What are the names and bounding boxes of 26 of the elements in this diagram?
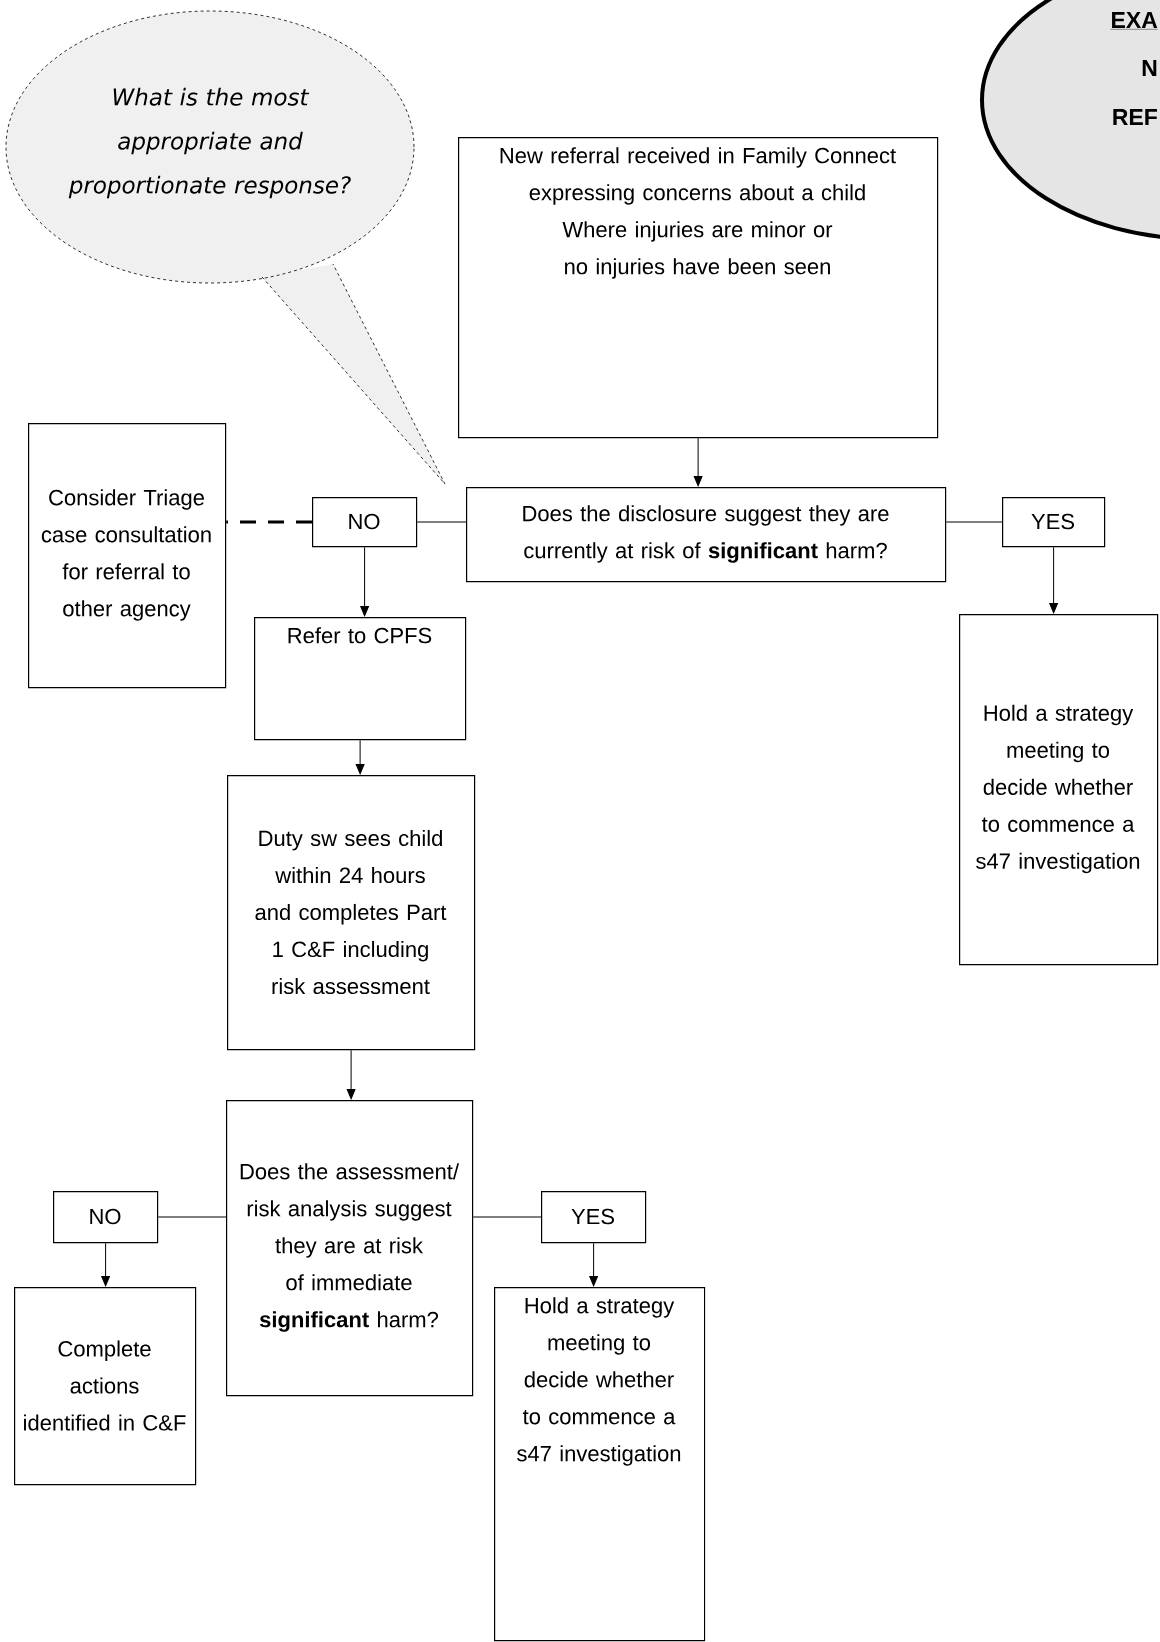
answer-box: YES [541,1191,647,1244]
process-box: Complete actions identified in C&F [14,1287,197,1486]
process-box: Hold a strategy meeting to decide whether to commence a s47 investigation [959,614,1159,966]
arrow [101,1242,110,1287]
connector-line [945,521,1003,523]
decision-box: Does the disclosure suggest they are currently at risk of significant harm? [466,487,947,583]
process-box: New referral received in Family Connect expressing concerns about a child Where injuries are minor or no injuries have been seen [458,137,939,439]
answer-box: YES [1002,497,1106,548]
arrow [693,437,703,487]
process-box: Duty sw sees child within 24 hours and completes Part 1 C&F including risk assessment [227,775,476,1051]
connector-line [226,520,312,524]
connector-line [416,521,467,523]
speech-bubble: What is the most appropriate and proportionate response? [5,10,446,485]
arrow [355,739,365,775]
arrow [360,546,369,617]
arrow [589,1242,598,1287]
connector-line [157,1216,227,1218]
arrow [1049,546,1058,614]
answer-box: NO [312,497,418,548]
process-box: Hold a strategy meeting to decide whether to commence a s47 investigation [494,1287,706,1642]
process-box: Consider Triage case consultation for referral to other agency [28,423,227,689]
answer-box: NO [53,1191,159,1244]
connector-line [472,1216,542,1218]
decision-box: Does the assessment/ risk analysis suggest they are at risk of immediate significant harm? [226,1100,474,1397]
arrow [346,1049,356,1100]
process-box: Refer to CPFS [254,617,467,741]
